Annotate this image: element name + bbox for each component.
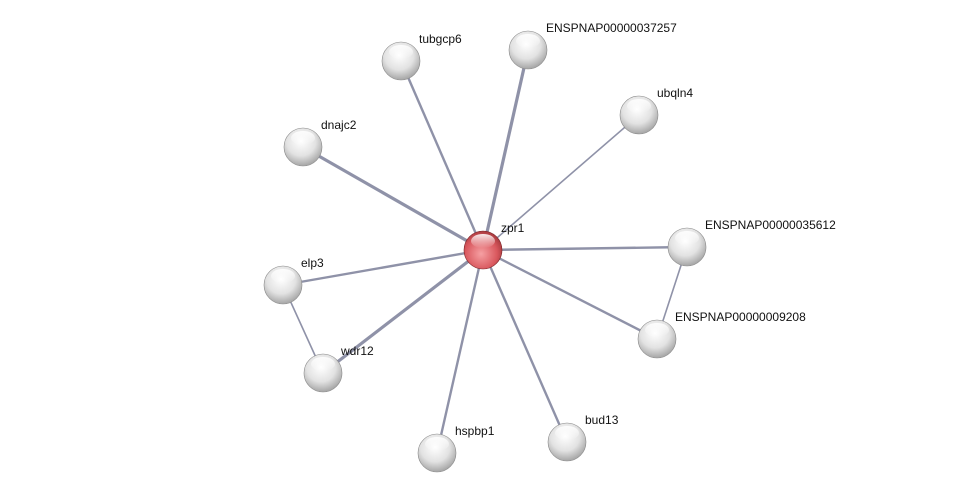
- node-elp3[interactable]: elp3: [263, 256, 324, 305]
- node-label: ubqln4: [657, 86, 693, 100]
- node-highlight: [645, 323, 669, 337]
- node-label: ENSPNAP00000035612: [705, 218, 836, 232]
- node-label: dnajc2: [321, 118, 357, 132]
- node-dnajc2[interactable]: dnajc2: [283, 118, 357, 167]
- node-highlight: [425, 437, 449, 451]
- edge-zpr1-dnajc2[interactable]: [302, 145, 484, 252]
- node-tubgcp6[interactable]: tubgcp6: [381, 32, 462, 81]
- node-highlight: [271, 269, 295, 283]
- edge-zpr1-ENSPNAP00000037257[interactable]: [481, 49, 530, 251]
- node-ENSPNAP00000009208[interactable]: ENSPNAP00000009208: [637, 310, 806, 359]
- node-label: hspbp1: [455, 424, 495, 438]
- edge-zpr1-ENSPNAP00000009208[interactable]: [482, 248, 658, 341]
- node-label: wdr12: [340, 344, 374, 358]
- node-wdr12[interactable]: wdr12: [303, 344, 374, 393]
- node-zpr1[interactable]: zpr1: [463, 221, 525, 270]
- node-ubqln4[interactable]: ubqln4: [619, 86, 693, 135]
- node-label: tubgcp6: [419, 32, 462, 46]
- node-label: zpr1: [501, 221, 525, 235]
- node-label: bud13: [585, 413, 619, 427]
- node-highlight: [311, 357, 335, 371]
- edge-zpr1-hspbp1[interactable]: [435, 249, 485, 454]
- node-hspbp1[interactable]: hspbp1: [417, 424, 495, 473]
- node-highlight: [471, 234, 495, 248]
- node-highlight: [675, 231, 699, 245]
- edge-zpr1-bud13[interactable]: [481, 249, 569, 443]
- node-ENSPNAP00000037257[interactable]: ENSPNAP00000037257: [508, 21, 677, 70]
- node-label: ENSPNAP00000009208: [675, 310, 806, 324]
- edge-zpr1-tubgcp6[interactable]: [399, 60, 485, 251]
- edge-zpr1-ENSPNAP00000035612[interactable]: [482, 245, 688, 252]
- node-highlight: [516, 34, 540, 48]
- edge-zpr1-wdr12[interactable]: [322, 248, 484, 375]
- node-bud13[interactable]: bud13: [547, 413, 619, 462]
- node-ENSPNAP00000035612[interactable]: ENSPNAP00000035612: [667, 218, 836, 267]
- edge-zpr1-ubqln4[interactable]: [482, 114, 640, 251]
- edge-zpr1-elp3[interactable]: [282, 248, 484, 287]
- node-highlight: [291, 131, 315, 145]
- node-label: ENSPNAP00000037257: [546, 21, 677, 35]
- node-highlight: [627, 99, 651, 113]
- node-label: elp3: [301, 256, 324, 270]
- node-highlight: [389, 45, 413, 59]
- node-highlight: [555, 426, 579, 440]
